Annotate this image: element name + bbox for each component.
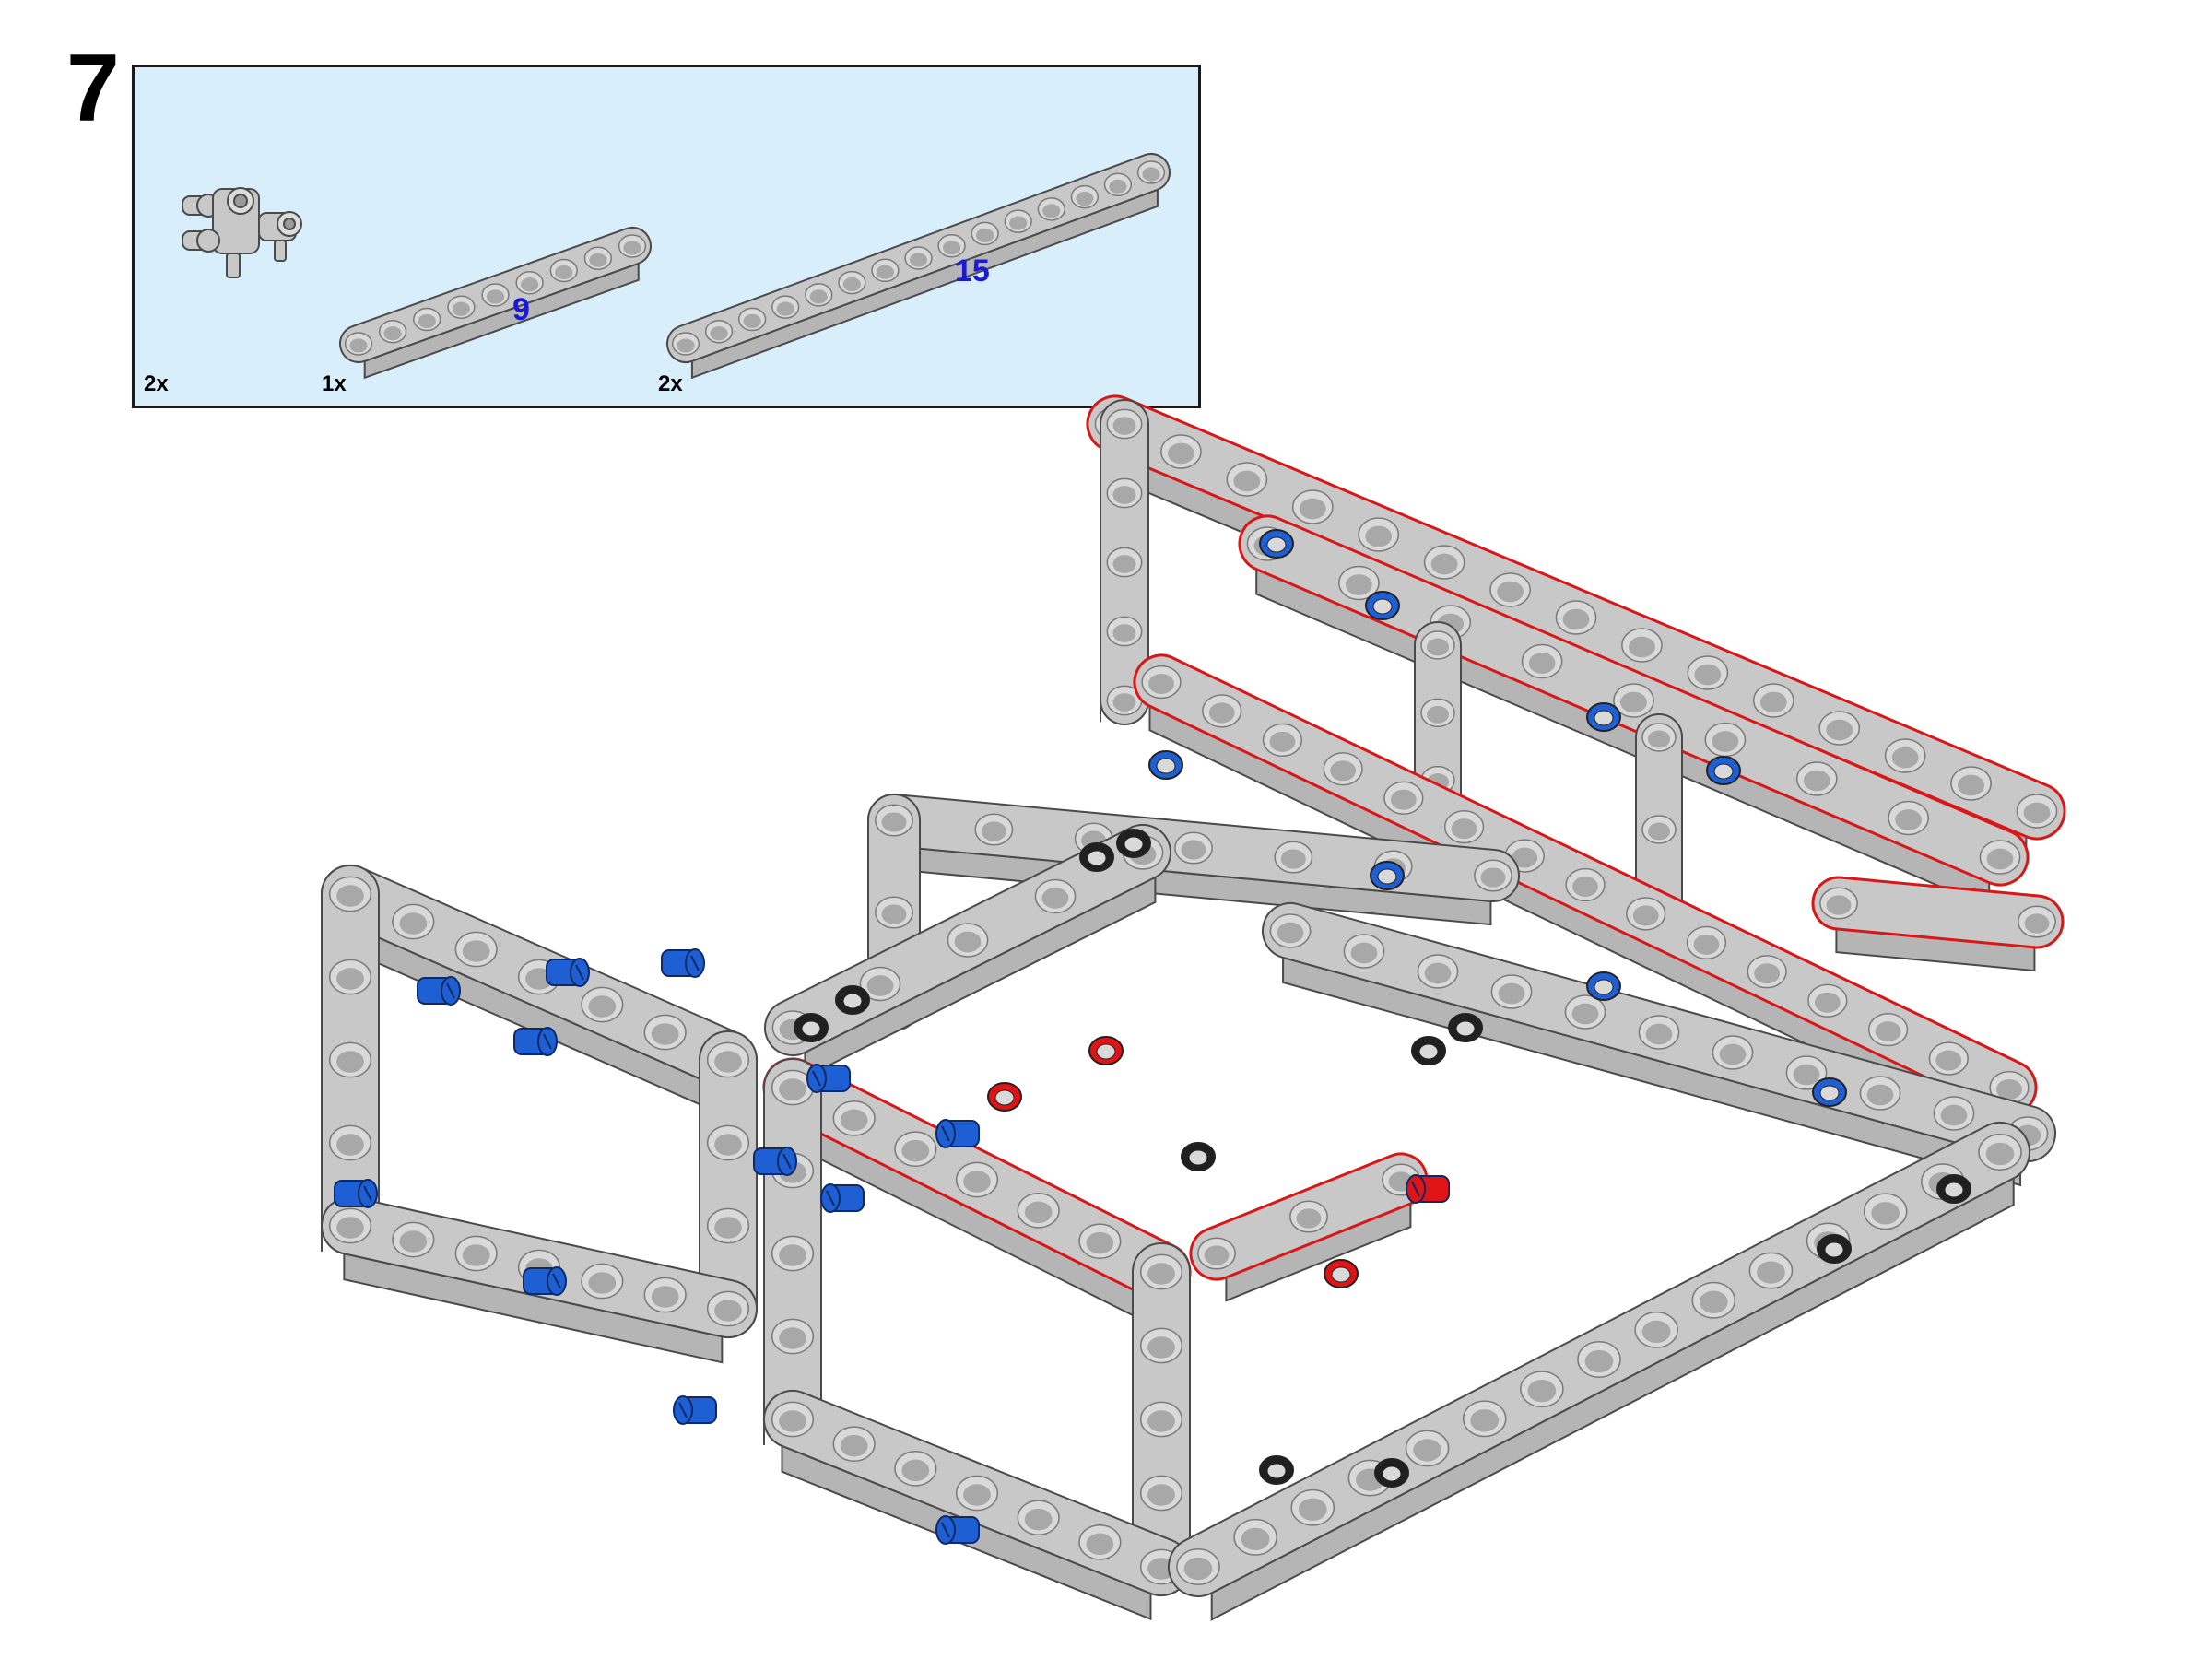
- black-pin-10: [1817, 1234, 1852, 1264]
- black-pin-6: [1448, 1013, 1483, 1042]
- length-label-15: 15: [955, 253, 990, 288]
- blue-axle-pin-4: [1706, 756, 1741, 785]
- back-top-liftarm-15: [1086, 394, 2066, 864]
- black-pin-5: [1411, 1036, 1446, 1065]
- blue-axle-pin-3: [1586, 702, 1621, 732]
- blue-axle-pin-1: [1259, 529, 1294, 559]
- blue-pin-5: [753, 1147, 797, 1176]
- black-pin-11: [1936, 1174, 1971, 1204]
- blue-axle-pin-7: [1812, 1077, 1847, 1107]
- quantity-pin-connector: 2x: [144, 371, 169, 396]
- blue-pin-front-3: [935, 1515, 980, 1545]
- liftarm-9-part-icon: [339, 227, 652, 380]
- front-frame-right-liftarm: [1132, 1242, 1191, 1596]
- parts-list-callout: 2x 1x 2x 9 15: [132, 65, 1201, 408]
- blue-pin-6: [334, 1179, 378, 1208]
- left-frame-right-liftarm: [699, 1030, 758, 1338]
- black-pin-7: [1181, 1142, 1216, 1171]
- black-pin-8: [1259, 1455, 1294, 1485]
- red-axle-pin-small-2: [987, 1082, 1022, 1112]
- back-left-vertical-liftarm: [1100, 399, 1149, 725]
- step-number: 7: [66, 35, 120, 142]
- liftarm-15-beam-shape: [666, 153, 1171, 380]
- blue-pin-front-5: [806, 1064, 851, 1093]
- liftarm-15-part-icon: [666, 153, 1171, 380]
- black-pin-9: [1374, 1458, 1409, 1488]
- blue-pin-7: [523, 1266, 567, 1296]
- blue-pin-4: [513, 1027, 558, 1056]
- blue-pin-1: [417, 976, 461, 1006]
- blue-pin-front-4: [935, 1119, 980, 1148]
- technic-pins: [334, 529, 1971, 1545]
- front-frame-left-liftarm: [763, 1058, 822, 1449]
- pin-connector-part-icon: [182, 187, 302, 278]
- blue-axle-pin-8: [1370, 861, 1405, 890]
- new-pin-connector-back: [1811, 876, 2065, 972]
- blue-pin-front-1: [820, 1183, 865, 1213]
- left-frame-top-liftarm: [320, 865, 759, 1113]
- blue-axle-pin-6: [1586, 971, 1621, 1001]
- blue-pin-2: [546, 958, 590, 987]
- quantity-liftarm-15: 2x: [658, 371, 683, 396]
- front-long-liftarm-15: [1168, 1122, 2030, 1621]
- parts-list-illustrations: [182, 153, 1171, 380]
- black-pin-2: [1116, 829, 1151, 858]
- quantity-liftarm-9: 1x: [322, 371, 347, 396]
- red-axle-pin-small-1: [1088, 1036, 1124, 1065]
- blue-axle-pin-2: [1365, 591, 1400, 620]
- new-pin-connector-right: [1189, 1152, 1429, 1302]
- black-pin-4: [835, 985, 870, 1015]
- red-axle-pin-large: [1406, 1174, 1450, 1204]
- blue-pin-front-2: [673, 1395, 717, 1425]
- liftarm-9-beam-shape: [339, 227, 652, 380]
- middle-back-liftarm-15: [1133, 653, 2038, 1137]
- red-axle-pin-small-3: [1324, 1259, 1359, 1288]
- blue-pin-3: [661, 948, 705, 978]
- technic-frame-structure: [320, 394, 2066, 1621]
- blue-axle-pin-5: [1148, 750, 1183, 780]
- black-pin-1: [1079, 842, 1114, 872]
- length-label-9: 9: [512, 292, 530, 327]
- black-pin-3: [794, 1013, 829, 1042]
